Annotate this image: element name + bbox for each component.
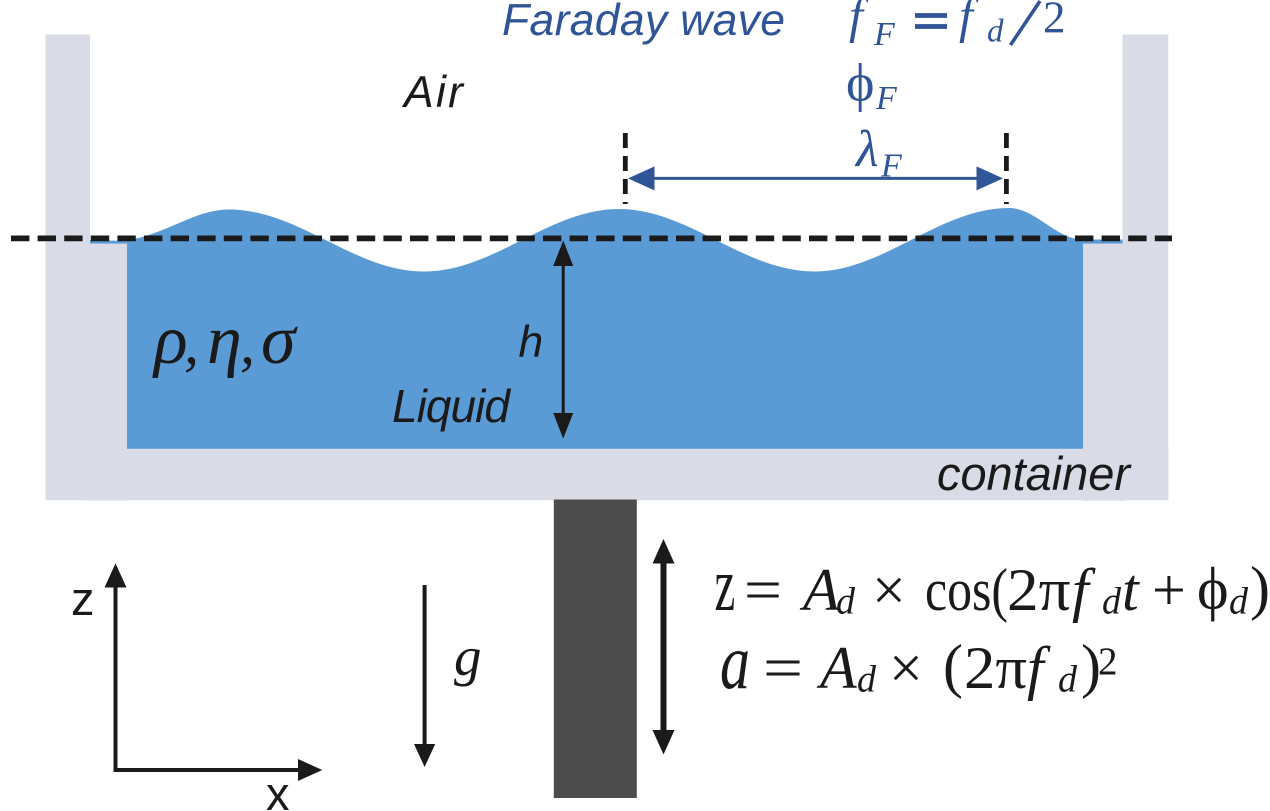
svg-text:×: × [889, 635, 923, 701]
svg-text:F: F [875, 80, 898, 117]
svg-text:2: 2 [1098, 640, 1118, 683]
svg-text:×: × [872, 557, 906, 623]
svg-text:g: g [454, 626, 482, 687]
svg-text:2π: 2π [1007, 557, 1071, 623]
svg-text:2: 2 [1043, 0, 1066, 42]
svg-text:(: ( [943, 633, 963, 699]
svg-text:A: A [799, 557, 840, 623]
svg-text:a: a [720, 620, 750, 706]
svg-text:container: container [937, 447, 1132, 500]
svg-text:+: + [1152, 557, 1186, 623]
svg-text:ϕ: ϕ [1197, 556, 1229, 622]
svg-text:): ) [1250, 555, 1270, 621]
svg-text:z: z [715, 541, 736, 627]
svg-text:Liquid: Liquid [392, 380, 511, 432]
svg-text:d: d [987, 14, 1004, 50]
svg-text:ρ: ρ [152, 302, 188, 379]
svg-text:=: = [744, 557, 782, 623]
svg-text:cos(: cos( [925, 557, 1008, 623]
svg-text:z: z [71, 572, 95, 625]
svg-text:Air: Air [401, 68, 465, 117]
svg-text:,: , [240, 310, 255, 376]
svg-text:d: d [836, 581, 856, 623]
svg-text:d: d [1229, 581, 1249, 623]
svg-text:σ: σ [261, 302, 298, 379]
svg-text:d: d [1058, 659, 1078, 701]
svg-text:,: , [184, 310, 199, 376]
svg-text:A: A [816, 635, 857, 701]
svg-text:F: F [880, 147, 903, 184]
svg-text:Faraday wave: Faraday wave [502, 0, 785, 45]
svg-text:d: d [1102, 581, 1122, 623]
svg-text:η: η [207, 302, 242, 379]
svg-text:h: h [519, 318, 544, 367]
svg-text:): ) [1081, 633, 1101, 699]
svg-text:t: t [1122, 557, 1140, 623]
svg-text:2π: 2π [964, 635, 1027, 701]
svg-text:d: d [857, 659, 877, 701]
svg-text:F: F [873, 16, 896, 53]
svg-text:λ: λ [854, 121, 879, 178]
svg-text:ϕ: ϕ [846, 53, 874, 113]
svg-text:=: = [763, 635, 803, 701]
svg-text:x: x [266, 767, 290, 811]
